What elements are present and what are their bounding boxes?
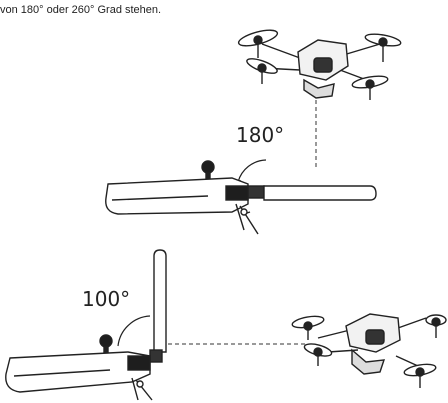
angle-arc-180 (237, 159, 267, 183)
remote-controller-top (105, 160, 377, 235)
angle-label-180: 180° (236, 123, 284, 147)
drone-icon-bottom (291, 313, 447, 388)
remote-controller-bottom (5, 249, 167, 401)
drone-icon-top (237, 29, 402, 100)
instruction-text: von 180° oder 260° Grad stehen. (0, 4, 162, 16)
angle-arc-100 (117, 315, 151, 347)
angle-label-100: 100° (82, 287, 130, 311)
